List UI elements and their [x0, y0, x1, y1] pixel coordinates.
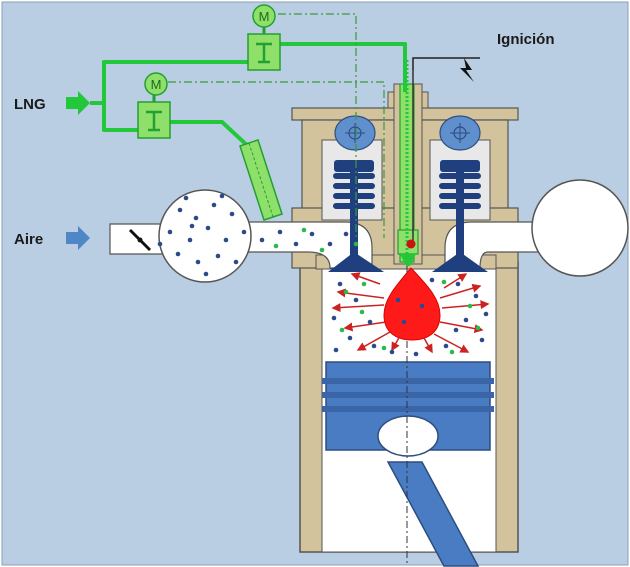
ignition-label: Ignición — [497, 31, 555, 48]
aire-label: Aire — [14, 231, 43, 248]
exhaust-camshaft — [439, 115, 481, 151]
piston — [322, 361, 494, 457]
upper-gas-valve — [247, 26, 281, 71]
combustion-flame — [383, 267, 441, 341]
flame-propagation-arrows — [331, 272, 490, 354]
lightning-icon — [460, 58, 474, 82]
arrow-right-icon — [66, 226, 90, 250]
lower-gas-valve — [137, 94, 171, 139]
intake-manifold — [109, 189, 373, 283]
ignition-lead — [412, 57, 480, 70]
intake-valve — [328, 160, 384, 272]
arrow-right-icon — [66, 91, 90, 115]
intake-camshaft — [334, 115, 376, 151]
upper-motor-glyph: M — [259, 9, 270, 24]
port-fuel-injector — [239, 139, 283, 221]
lng-label: LNG — [14, 96, 46, 113]
fuel-air-particles — [157, 193, 489, 357]
throttle-valve — [128, 228, 152, 252]
connecting-rod — [386, 461, 480, 567]
motor-icon: M — [252, 4, 276, 28]
motor-icon: M — [144, 72, 168, 96]
spark-plug-injector — [387, 60, 429, 266]
control-lines — [168, 13, 385, 238]
lower-motor-glyph: M — [151, 77, 162, 92]
exhaust-manifold — [444, 179, 629, 277]
exhaust-valve — [432, 160, 488, 272]
gas-supply-lines — [90, 42, 407, 150]
